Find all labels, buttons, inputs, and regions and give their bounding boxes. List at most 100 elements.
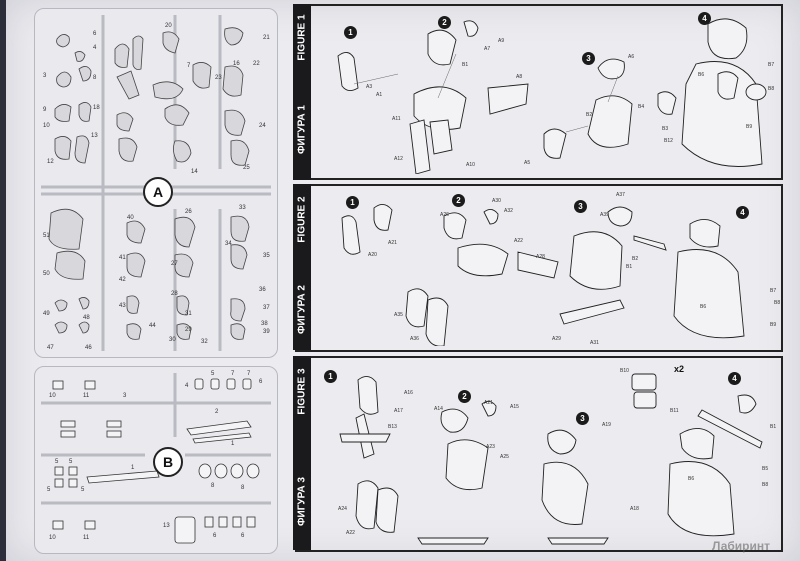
figure-1-title-ru: ФИГУРА 1 [296, 105, 308, 154]
sprue-a-frame [41, 15, 271, 351]
part-label: B1 [626, 264, 633, 270]
part-label: A3 [366, 84, 373, 90]
part-label: B10 [620, 368, 629, 374]
part-label: A14 [434, 406, 443, 412]
figure-1-drawing [337, 18, 767, 174]
part-number: 11 [83, 535, 90, 541]
part-number: 25 [243, 165, 250, 171]
part-label: A19 [602, 422, 611, 428]
instruction-sheet: A 6 4 20 21 3 8 7 16 22 23 9 18 10 24 13… [6, 0, 800, 561]
part-label: A12 [394, 156, 403, 162]
figure-3-title-ru: ФИГУРА 3 [296, 477, 308, 526]
part-number: 14 [191, 169, 198, 175]
part-label: A15 [510, 404, 519, 410]
part-label: A1 [376, 92, 383, 98]
step-2-marker: 2 [438, 16, 451, 29]
part-number: 13 [91, 133, 98, 139]
part-number: 43 [119, 303, 126, 309]
part-label: B12 [664, 138, 673, 144]
part-number: 42 [119, 277, 126, 283]
part-number: 10 [49, 393, 56, 399]
part-number: 31 [185, 311, 192, 317]
part-label: B4 [638, 104, 645, 110]
part-label: B6 [688, 476, 695, 482]
part-label: A9 [498, 38, 505, 44]
part-label: B6 [700, 304, 707, 310]
part-label: B8 [762, 482, 769, 488]
part-label: A30 [492, 198, 501, 204]
part-label: B7 [770, 288, 777, 294]
part-label: A35 [394, 312, 403, 318]
part-number: 21 [263, 35, 270, 41]
part-number: 28 [171, 291, 178, 297]
part-label: B9 [746, 124, 753, 130]
part-number: 3 [123, 393, 127, 399]
part-label: B2 [632, 256, 639, 262]
part-label: B6 [698, 72, 705, 78]
part-number: 39 [263, 329, 270, 335]
part-label: B5 [762, 466, 769, 472]
part-label: A17 [394, 408, 403, 414]
quantity-multiplier: x2 [674, 364, 685, 374]
part-label: B1 [770, 424, 777, 430]
step-3-marker: 3 [574, 200, 587, 213]
part-number: 48 [83, 315, 90, 321]
part-number: 6 [241, 533, 245, 539]
step-2-marker: 2 [452, 194, 465, 207]
part-number: 16 [233, 61, 240, 67]
part-label: A7 [484, 46, 491, 52]
part-label: B2 [586, 112, 593, 118]
step-2-marker: 2 [458, 390, 471, 403]
part-number: 20 [165, 23, 172, 29]
part-label: A32 [504, 208, 513, 214]
figure-2-drawing [341, 204, 745, 346]
part-number: 37 [263, 305, 270, 311]
part-number: 7 [247, 371, 251, 377]
part-number: 40 [127, 215, 134, 221]
part-number: 24 [259, 123, 266, 129]
part-number: 8 [93, 75, 97, 81]
step-1-marker: 1 [344, 26, 357, 39]
step-4-marker: 4 [698, 12, 711, 25]
part-label: A36 [410, 336, 419, 342]
part-label: A10 [466, 162, 475, 168]
figure-2-panel [295, 184, 783, 352]
step-3-marker: 3 [576, 412, 589, 425]
part-number: 4 [93, 45, 97, 51]
figure-2-title-ru: ФИГУРА 2 [296, 285, 308, 334]
part-number: 44 [149, 323, 156, 329]
figure-2-title-bar: FIGURE 2 ФИГУРА 2 [293, 184, 311, 350]
part-number: 30 [169, 337, 176, 343]
figure-3-title-bar: FIGURE 3 ФИГУРА 3 [293, 356, 311, 550]
part-label: B11 [670, 408, 679, 414]
part-number: 11 [83, 393, 90, 399]
figure-1-title-en: FIGURE 1 [296, 14, 308, 61]
part-number: 46 [85, 345, 92, 351]
part-number: 23 [215, 75, 222, 81]
part-number: 10 [49, 535, 56, 541]
part-label: A6 [628, 54, 635, 60]
part-label: A11 [392, 116, 401, 122]
part-label: B3 [662, 126, 669, 132]
part-label: A21 [388, 240, 397, 246]
part-number: 5 [211, 371, 215, 377]
part-label: A39 [600, 212, 609, 218]
figure-1-panel [295, 4, 783, 180]
part-number: 36 [259, 287, 266, 293]
part-number: 8 [211, 483, 215, 489]
part-number: 9 [43, 107, 47, 113]
part-number: 51 [43, 233, 50, 239]
part-number: 12 [47, 159, 54, 165]
part-label: A22 [514, 238, 523, 244]
part-number: 5 [47, 487, 51, 493]
step-4-marker: 4 [736, 206, 749, 219]
sprue-b-panel: B 10 11 3 4 5 7 7 6 2 1 5 5 1 5 5 8 8 13… [34, 366, 278, 554]
sprue-a-panel: A 6 4 20 21 3 8 7 16 22 23 9 18 10 24 13… [34, 8, 278, 358]
part-label: B8 [774, 300, 781, 306]
part-label: B13 [388, 424, 397, 430]
part-number: 3 [43, 73, 47, 79]
part-label: B7 [768, 62, 775, 68]
part-label: A29 [552, 336, 561, 342]
part-number: 34 [225, 241, 232, 247]
part-number: 5 [81, 487, 85, 493]
